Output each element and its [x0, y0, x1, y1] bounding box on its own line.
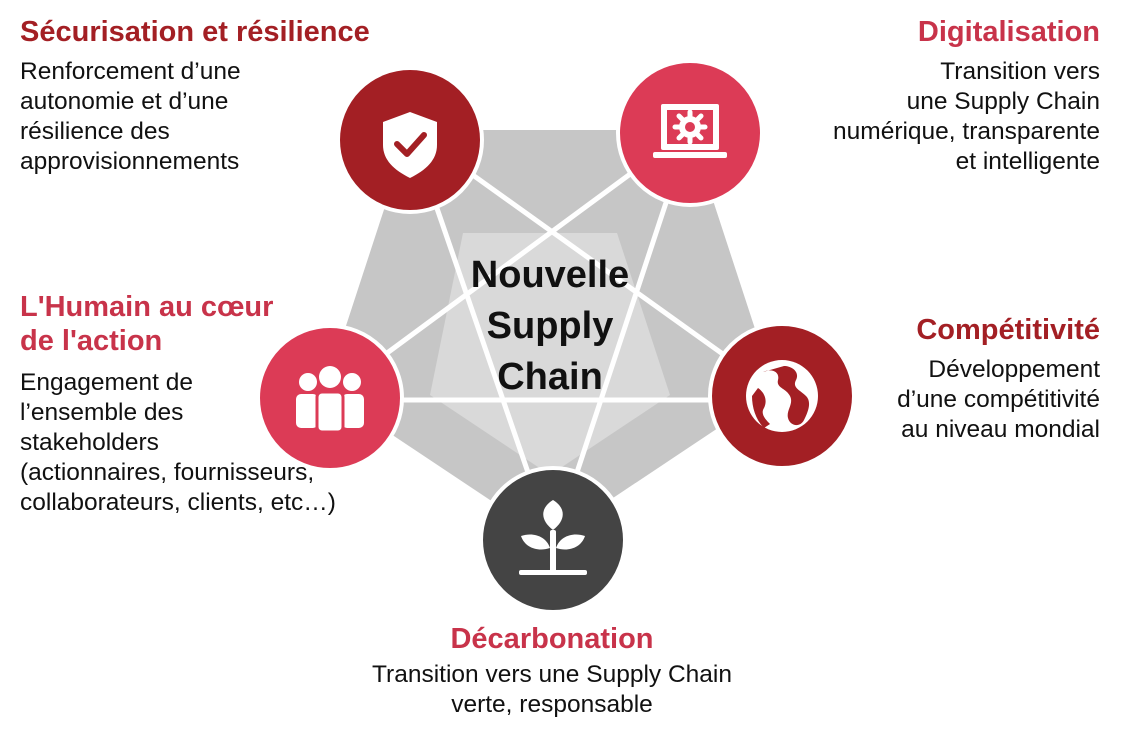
- desc-line: Transition vers: [940, 58, 1100, 85]
- decarbonation-title: Décarbonation: [450, 623, 654, 655]
- humain-text: L'Humain au cœur de l'action Engagement …: [20, 290, 336, 518]
- laptop-gear-icon: [653, 104, 727, 158]
- desc-line: une Supply Chain: [906, 88, 1100, 115]
- decarbonation-description: Transition vers une Supply Chain verte, …: [300, 660, 804, 720]
- desc-line: stakeholders: [20, 429, 159, 456]
- node-securisation: [336, 66, 484, 214]
- globe-icon: [746, 360, 818, 432]
- center-label: Nouvelle Supply Chain: [430, 250, 670, 403]
- desc-line: (actionnaires, fournisseurs,: [20, 459, 315, 486]
- desc-line: numérique, transparente: [833, 118, 1100, 145]
- desc-line: et intelligente: [955, 148, 1100, 175]
- humain-description: Engagement de l’ensemble des stakeholder…: [20, 368, 336, 518]
- title-line: de l'action: [20, 325, 163, 357]
- securisation-title: Sécurisation et résilience: [20, 16, 370, 48]
- desc-line: au niveau mondial: [901, 416, 1100, 443]
- decarbonation-text: Décarbonation Transition vers une Supply…: [300, 622, 804, 720]
- desc-line: verte, responsable: [451, 691, 653, 718]
- center-label-line: Nouvelle: [470, 254, 630, 296]
- digitalisation-title: Digitalisation: [917, 16, 1100, 48]
- node-humain: [256, 324, 404, 472]
- node-competitivite: [708, 322, 856, 470]
- center-label-line: Chain: [497, 356, 603, 398]
- desc-line: Engagement de: [20, 369, 193, 396]
- desc-line: résilience des: [20, 118, 170, 145]
- desc-line: l’ensemble des: [20, 399, 184, 426]
- center-label-line: Supply: [486, 305, 614, 347]
- desc-line: Renforcement d’une: [20, 58, 241, 85]
- securisation-description: Renforcement d’une autonomie et d’une ré…: [20, 57, 370, 177]
- node-decarbonation: [479, 466, 627, 614]
- inner-pentagon: [430, 233, 670, 475]
- desc-line: collaborateurs, clients, etc…): [20, 489, 336, 516]
- shield-check-icon: [383, 112, 437, 178]
- competitivite-title: Compétitivité: [916, 314, 1100, 346]
- desc-line: d’une compétitivité: [897, 386, 1100, 413]
- desc-line: autonomie et d’une: [20, 88, 229, 115]
- humain-title: L'Humain au cœur de l'action: [20, 290, 336, 358]
- desc-line: approvisionnements: [20, 148, 240, 175]
- desc-line: Développement: [928, 356, 1100, 383]
- group-people-icon: [296, 366, 364, 434]
- competitivite-text: Compétitivité Développement d’une compét…: [897, 313, 1100, 445]
- desc-line: Transition vers une Supply Chain: [372, 661, 732, 688]
- title-line: L'Humain au cœur: [20, 291, 274, 323]
- node-digitalisation: [616, 59, 764, 207]
- digitalisation-description: Transition vers une Supply Chain numériq…: [833, 57, 1100, 177]
- sprout-icon: [519, 500, 587, 575]
- competitivite-description: Développement d’une compétitivité au niv…: [897, 355, 1100, 445]
- digitalisation-text: Digitalisation Transition vers une Suppl…: [833, 15, 1100, 177]
- securisation-text: Sécurisation et résilience Renforcement …: [20, 15, 370, 177]
